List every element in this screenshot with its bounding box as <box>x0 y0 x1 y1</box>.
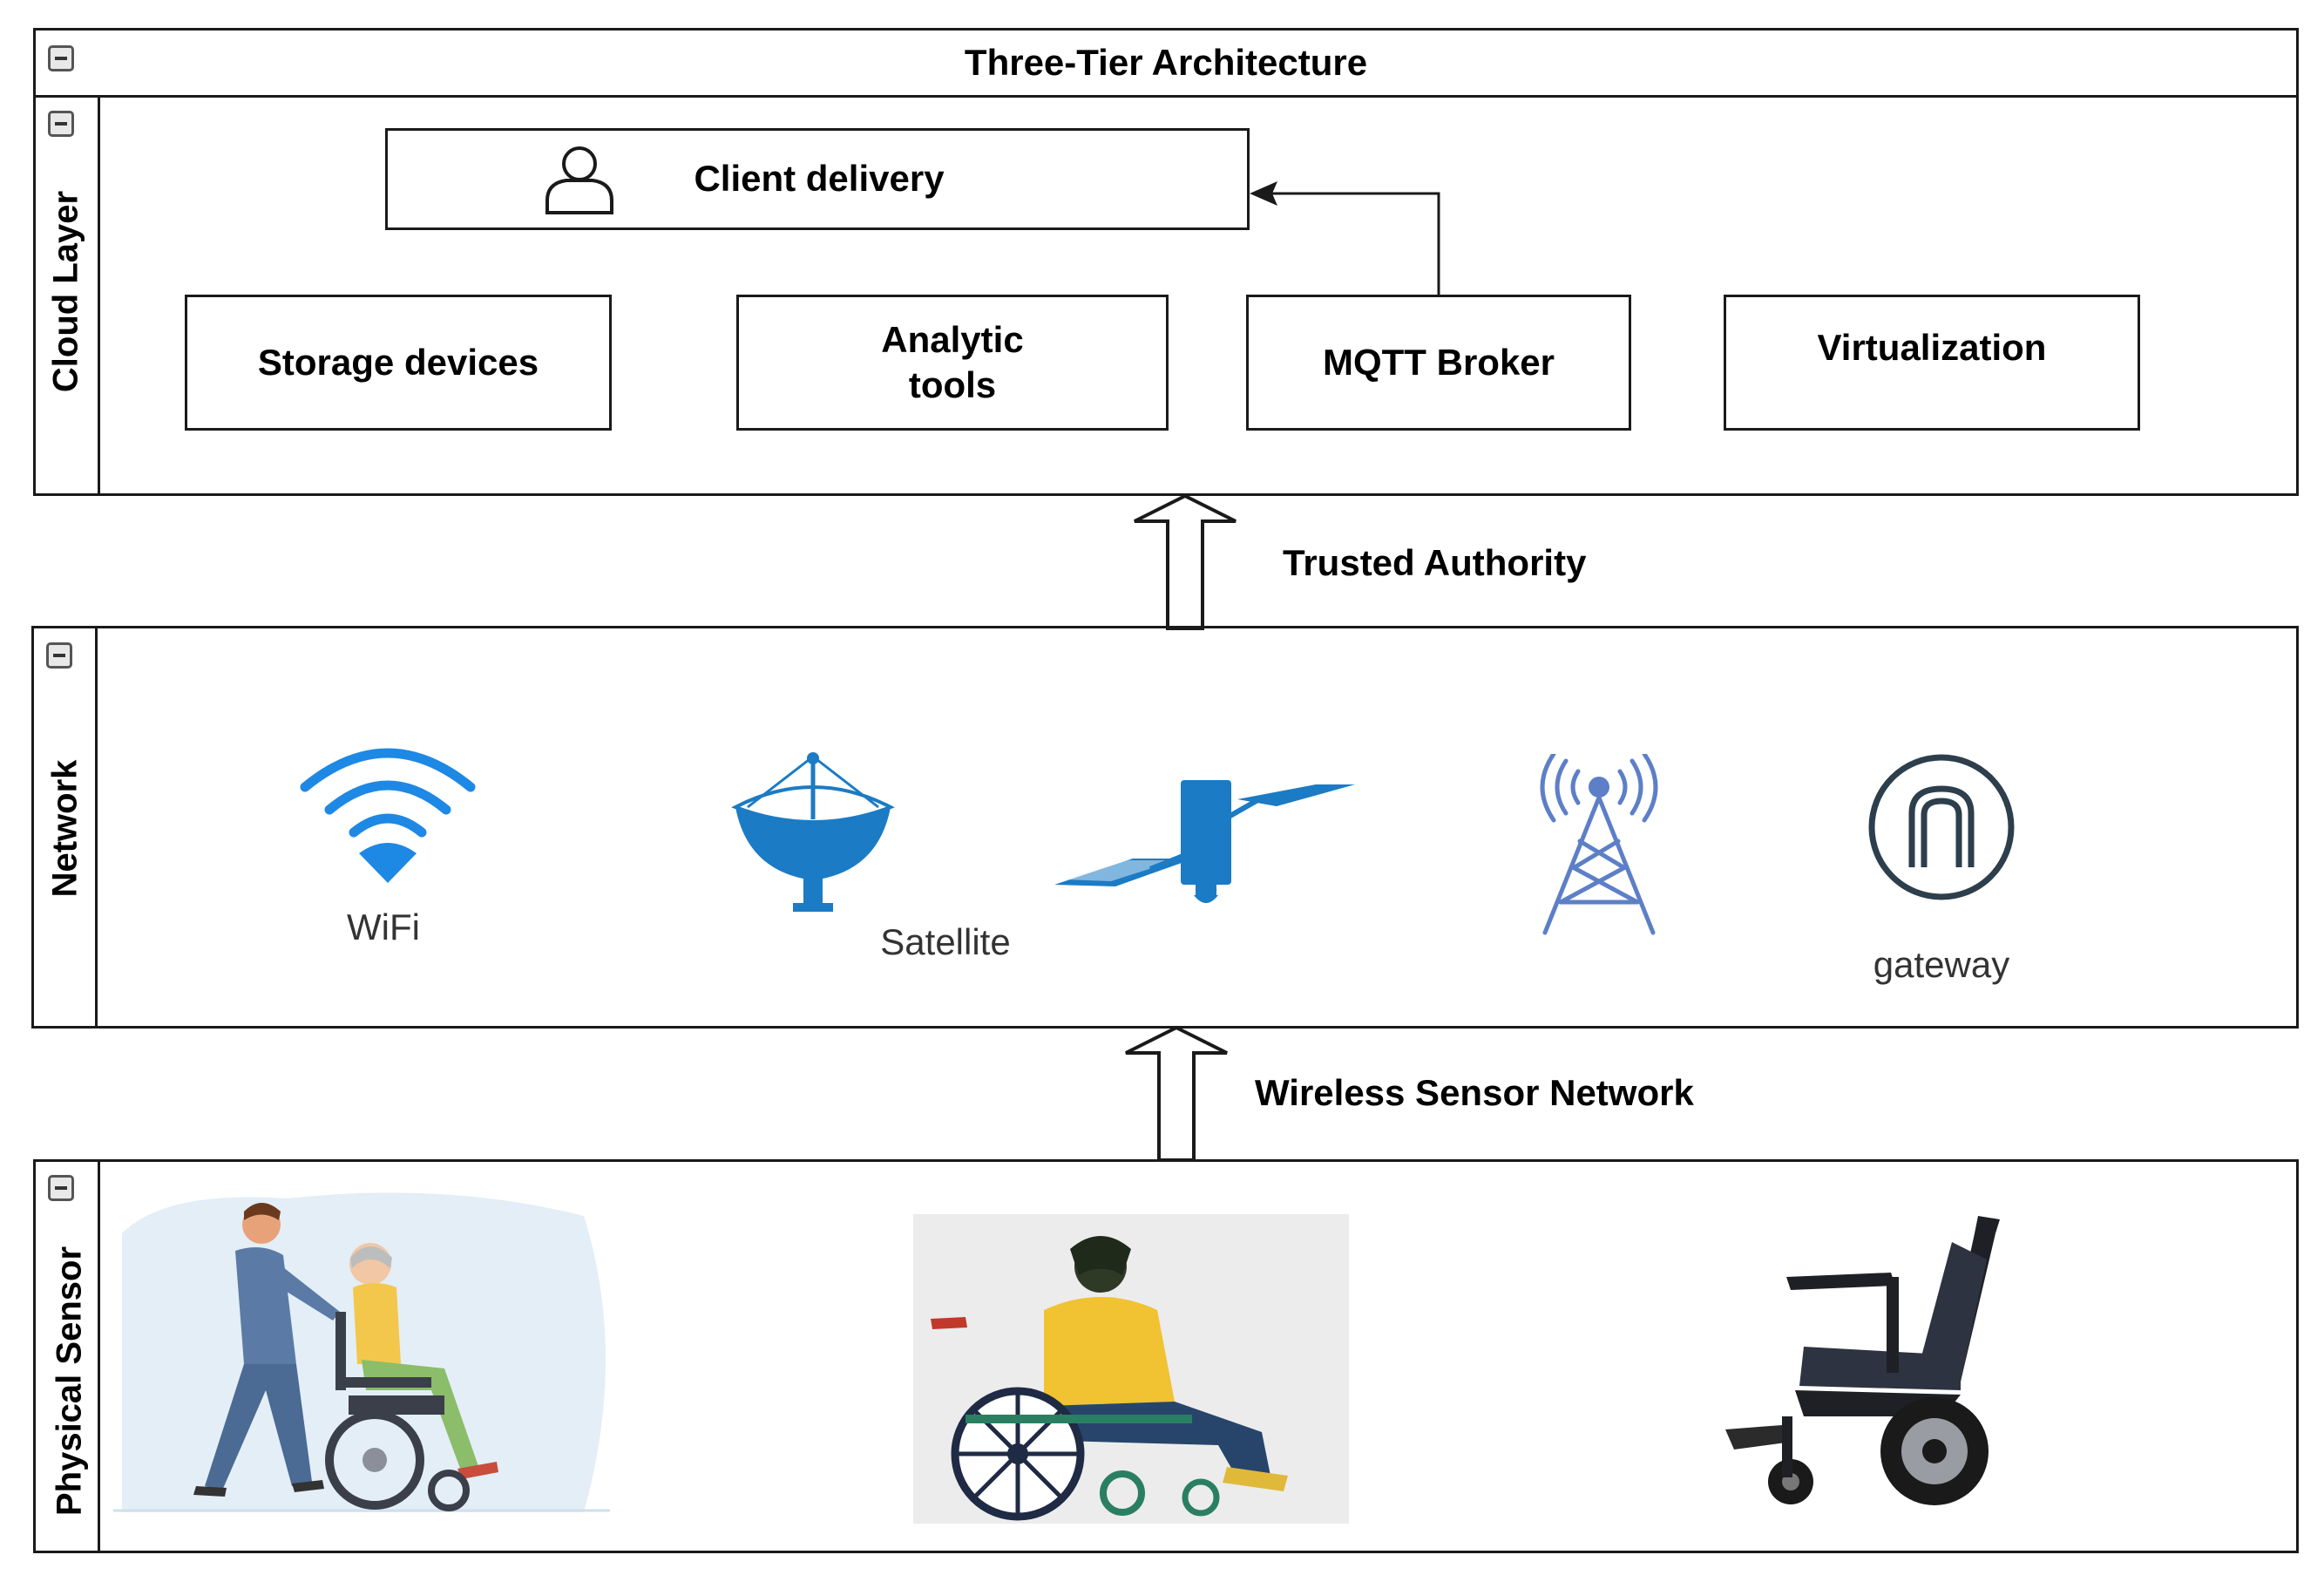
collapse-icon[interactable] <box>48 1175 74 1201</box>
diagram-title: Three-Tier Architecture <box>964 42 1368 83</box>
client-delivery-box <box>385 128 1250 230</box>
physical-sensor-header <box>33 1159 100 1553</box>
satellite-label: Satellite <box>880 921 1011 962</box>
physical-sensor-lane <box>33 1159 2299 1553</box>
trusted-authority-label: Trusted Authority <box>1283 542 1587 583</box>
virtualization-label: Virtualization <box>1817 327 2047 368</box>
physical-sensor-label: Physical Sensor <box>50 1246 89 1517</box>
collapse-icon[interactable] <box>48 45 74 71</box>
storage-devices-label: Storage devices <box>257 341 539 383</box>
wireless-sensor-network-label: Wireless Sensor Network <box>1255 1072 1694 1113</box>
caregiver-wheelchair-illustration <box>113 1192 610 1512</box>
network-layer-header <box>31 626 98 1029</box>
electric-wheelchair-illustration <box>1725 1216 2000 1505</box>
mqtt-broker-box: MQTT Broker <box>1246 295 1631 431</box>
gateway-label: gateway <box>1873 944 2010 985</box>
virtualization-box: Virtualization <box>1724 295 2140 431</box>
analytic-tools-box: Analytic tools <box>736 295 1169 431</box>
gateway-icon <box>1868 754 2015 900</box>
storage-devices-box: Storage devices <box>185 295 612 431</box>
collapse-icon[interactable] <box>48 111 74 137</box>
cell-tower-icon <box>1540 754 1658 935</box>
mqtt-broker-label: MQTT Broker <box>1322 341 1555 383</box>
satellite-icon <box>1054 780 1355 903</box>
patient-wheelchair-illustration <box>913 1214 1349 1524</box>
satellite-dish-icon <box>731 752 895 912</box>
cloud-layer-label: Cloud Layer <box>46 190 85 393</box>
wifi-label: WiFi <box>347 906 420 947</box>
trusted-authority-arrow <box>1134 493 1237 630</box>
network-layer-lane <box>31 626 2299 1029</box>
collapse-icon[interactable] <box>46 642 72 669</box>
cloud-layer-header <box>33 95 100 496</box>
network-layer-label: Network <box>45 759 85 898</box>
wireless-sensor-network-arrow <box>1125 1025 1228 1162</box>
cloud-layer-lane <box>33 95 2299 496</box>
client-delivery-label: Client delivery <box>694 158 945 200</box>
user-icon <box>545 146 613 214</box>
wifi-icon <box>300 748 476 883</box>
analytic-tools-label: Analytic tools <box>881 318 1024 406</box>
